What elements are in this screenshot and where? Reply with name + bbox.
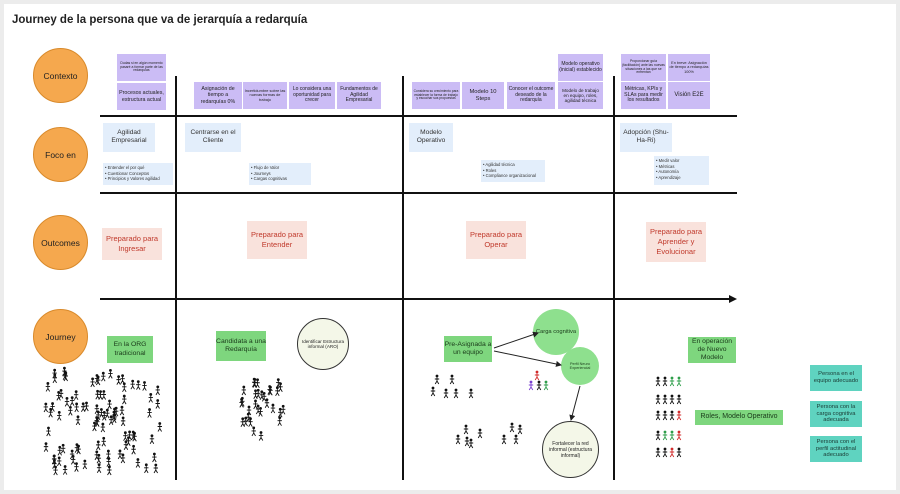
contexto-note[interactable]: Procesos actuales, estructura actual <box>117 83 166 110</box>
contexto-note[interactable]: Conocer el outcome deseado de la redarqu… <box>507 82 555 109</box>
page-title: Journey de la persona que va de jerarquí… <box>12 14 308 26</box>
journey-circle-perfil[interactable]: Perfil Neuro Experiencial <box>561 347 599 385</box>
contexto-note[interactable]: Métricas, KPIs y SLAs para medir los res… <box>621 82 666 109</box>
foco-title-card[interactable]: Adopción (Shu-Ha-Ri) <box>620 123 672 152</box>
foco-title-card[interactable]: Modelo Operativo <box>409 123 453 152</box>
contexto-note-top[interactable]: En breve: Asignación de tiempo a redarqu… <box>668 54 710 81</box>
contexto-note[interactable]: Incertidumbre sobre las nuevas formas de… <box>243 82 287 109</box>
contexto-note[interactable]: Visión E2E <box>668 82 710 109</box>
row-label-contexto: Contexto <box>33 48 88 103</box>
column-divider-1 <box>175 76 177 480</box>
row-divider-2 <box>100 192 737 194</box>
foco-bullet: • Cuestionar Conceptos <box>105 170 150 176</box>
journey-card-roles[interactable]: Roles, Modelo Operativo <box>695 410 783 425</box>
journey-card-preasignada[interactable]: Pre-Asignada a un equipo <box>444 336 492 362</box>
foco-bullet: • Flujo de Valor <box>251 165 280 170</box>
foco-bullet: • Agilidad técnica <box>483 162 515 167</box>
foco-bullet: • Aprendizaje <box>656 175 681 181</box>
foco-title-card[interactable]: Centrarse en el Cliente <box>185 123 241 152</box>
contexto-note[interactable]: Modelo 10 Steps <box>462 82 504 109</box>
outcome-card[interactable]: Preparado para Ingresar <box>102 228 162 260</box>
foco-bullet-list: • Medir valor • Métricas • Autonomía • A… <box>654 156 709 185</box>
column-divider-2 <box>402 76 404 480</box>
row-label-text: Contexto <box>43 70 78 81</box>
row-label-outcomes: Outcomes <box>33 215 88 270</box>
outcome-card[interactable]: Preparado para Entender <box>247 221 307 259</box>
journey-card-candidata[interactable]: Candidata a una Redarquía <box>216 331 266 361</box>
row-label-foco: Foco en <box>33 127 88 182</box>
outcome-card[interactable]: Preparado para Aprender y Evolucionar <box>646 222 706 262</box>
contexto-note[interactable]: Lo considera una oportunidad para crecer <box>289 82 335 109</box>
column-divider-3 <box>613 76 615 480</box>
row-label-journey: Journey <box>33 309 88 364</box>
row-label-text: Journey <box>45 331 76 342</box>
outcome-card[interactable]: Preparado para Operar <box>466 221 526 259</box>
foco-bullet: • Entender el por qué <box>105 165 145 170</box>
foco-title-card[interactable]: Agilidad Empresarial <box>103 123 155 152</box>
row-label-text: Outcomes <box>41 237 80 248</box>
foco-bullet: • Roles <box>483 167 497 173</box>
arrow-head <box>729 295 737 303</box>
foco-bullet: • Compliance organizacional <box>483 173 536 179</box>
contexto-note-small[interactable]: Dudas si en algún momento pasaré a forma… <box>117 54 166 81</box>
journey-circle-fortalecer[interactable]: Fortalecer la red informal (estructura i… <box>542 421 599 478</box>
contexto-note[interactable]: Considera su crecimiento para establecer… <box>412 82 460 109</box>
contexto-note[interactable]: Modelo de trabajo en equipo, roles, agil… <box>558 82 603 109</box>
row-divider-3-arrow <box>100 298 730 300</box>
contexto-note-top[interactable]: Modelo operativo (inicial) establecido <box>558 54 603 81</box>
foco-bullet: • Journeys <box>251 170 271 176</box>
journey-card-org[interactable]: En la ORG tradicional <box>107 336 153 363</box>
foco-bullet: • Autonomía <box>656 169 679 175</box>
foco-bullet-list: • Flujo de Valor • Journeys • Cargas cog… <box>249 163 311 185</box>
legend-card[interactable]: Persona en el equipo adecuado <box>810 365 862 391</box>
legend-card[interactable]: Persona con la carga cognitiva adecuada <box>810 401 862 427</box>
foco-bullet-list: • Agilidad técnica • Roles • Compliance … <box>481 160 545 182</box>
foco-bullet-list: • Entender el por qué • Cuestionar Conce… <box>103 163 173 185</box>
foco-bullet: • Cargas cognitivas <box>251 176 287 182</box>
foco-bullet: • Medir valor <box>656 158 680 163</box>
contexto-note-top[interactable]: Proporcionar guía (facilitación) ante la… <box>621 54 666 81</box>
contexto-note[interactable]: Asignación de tiempo a redarquías 0% <box>194 82 242 109</box>
journey-card-operacion[interactable]: En operación de Nuevo Modelo <box>688 337 736 363</box>
row-divider-1 <box>100 115 737 117</box>
journey-circle-carga[interactable]: Carga cognitiva <box>533 309 579 355</box>
foco-bullet: • Principios y Valores agilidad <box>105 176 160 182</box>
journey-circle-identificar[interactable]: Identificar Estructura informal (ARO) <box>297 318 349 370</box>
row-label-text: Foco en <box>45 149 76 160</box>
legend-card[interactable]: Persona con el perfil actitudinal adecua… <box>810 436 862 462</box>
foco-bullet: • Métricas <box>656 163 675 169</box>
contexto-note[interactable]: Fundamentos de Agilidad Empresarial <box>337 82 381 109</box>
